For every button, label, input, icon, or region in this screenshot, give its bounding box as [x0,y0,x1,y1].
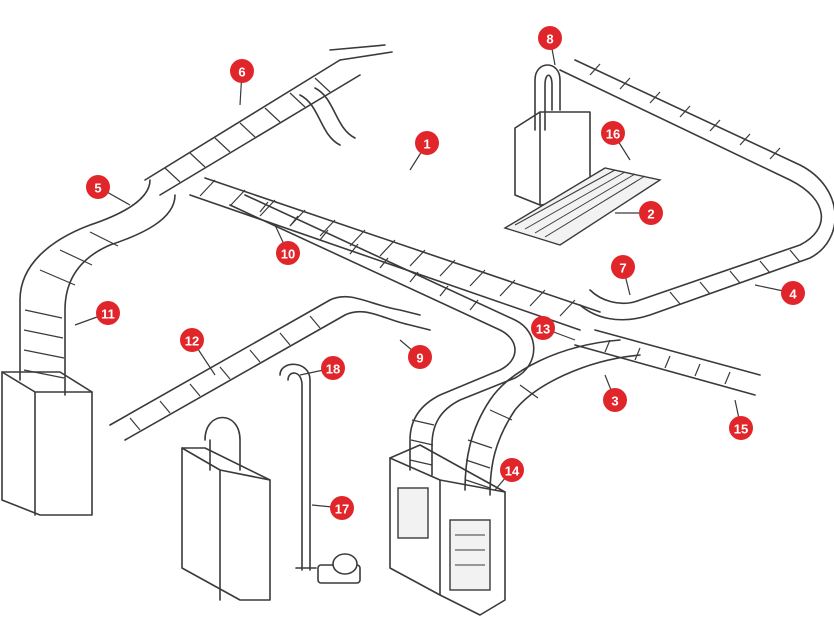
callout-15: 15 [729,416,753,440]
callout-6-label: 6 [238,65,245,80]
upper-tray [144,44,393,196]
callout-14: 14 [500,458,524,482]
callout-17: 17 [330,496,354,520]
callout-7: 7 [611,255,635,279]
callout-7-label: 7 [619,261,626,276]
callout-1-label: 1 [423,137,430,152]
callout-9: 9 [408,345,432,369]
callout-8: 8 [538,26,562,50]
callout-2-label: 2 [647,207,654,222]
left-pillar [1,371,93,516]
lower-left-tray [109,295,431,471]
callout-12: 12 [180,328,204,352]
callout-15-label: 15 [734,422,748,437]
middle-tray [229,194,535,476]
callout-1: 1 [415,131,439,155]
callout-5: 5 [86,175,110,199]
control-cabinets [389,444,506,616]
callout-14-label: 14 [505,464,520,479]
callout-16-label: 16 [606,127,620,142]
callout-8-label: 8 [546,32,553,47]
callout-4-label: 4 [789,287,797,302]
callout-16: 16 [601,121,625,145]
callout-6: 6 [230,59,254,83]
motor-unit [317,553,361,584]
callout-13-label: 13 [536,322,550,337]
callout-leaders [74,37,794,509]
callout-2: 2 [639,201,663,225]
callout-3-label: 3 [611,394,618,409]
left-riser [19,179,176,396]
callout-9-label: 9 [416,351,423,366]
callout-10-label: 10 [281,247,295,262]
drop-conduit [279,363,317,571]
callout-11: 11 [96,301,120,325]
callout-10: 10 [276,241,300,265]
callout-3: 3 [603,388,627,412]
right-lower-tray [464,329,761,496]
callout-5-label: 5 [94,181,101,196]
callout-12-label: 12 [185,334,199,349]
main-straight-tray [189,177,601,331]
callout-13: 13 [531,316,555,340]
callout-11-label: 11 [101,307,115,322]
grated-platform [503,167,662,246]
callout-markers: 1 2 3 4 5 6 7 8 9 10 11 12 13 14 15 16 1… [86,26,805,520]
middle-pillar [181,447,271,601]
callout-4: 4 [781,281,805,305]
callout-17-label: 17 [335,502,349,517]
right-loop-tray [534,59,834,321]
callout-18: 18 [321,356,345,380]
callout-18-label: 18 [326,362,340,377]
